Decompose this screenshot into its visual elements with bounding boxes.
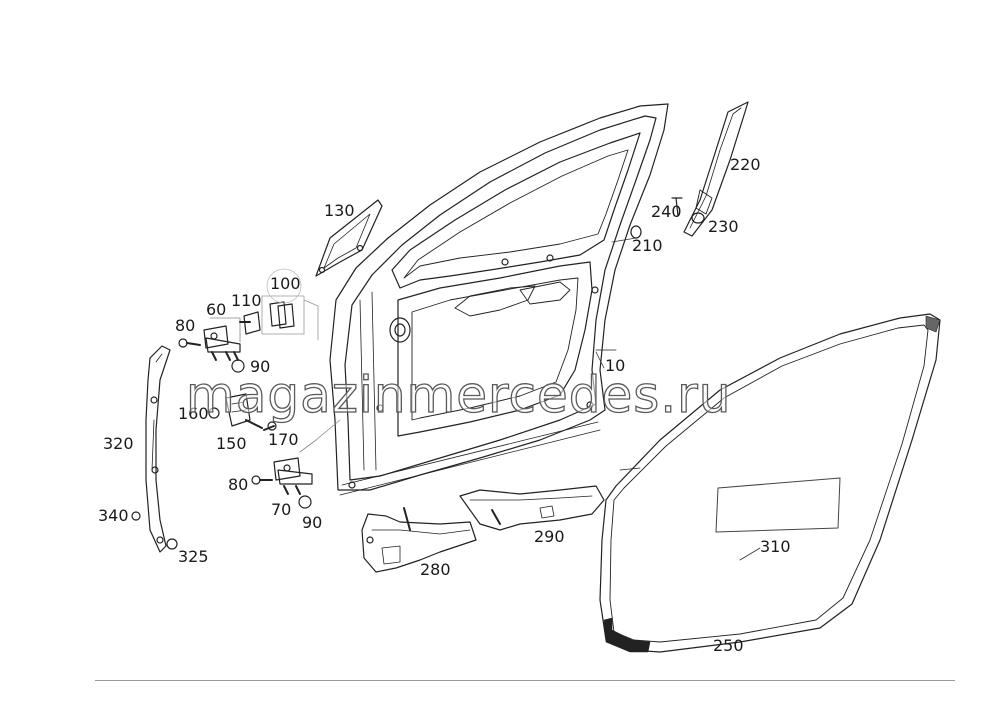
bottom-divider bbox=[95, 680, 955, 681]
callout-290: 290 bbox=[534, 527, 565, 546]
lower-trim-280 bbox=[361, 507, 477, 573]
callout-340: 340 bbox=[98, 506, 129, 525]
callout-280: 280 bbox=[420, 560, 451, 579]
leader-lines bbox=[595, 237, 761, 561]
mirror-trim-part bbox=[315, 199, 383, 277]
callout-110: 110 bbox=[231, 291, 262, 310]
callout-70: 70 bbox=[271, 500, 292, 519]
door-shell-part bbox=[329, 103, 669, 496]
door-check-part bbox=[208, 393, 277, 431]
callout-160: 160 bbox=[178, 404, 209, 423]
front-seal-part bbox=[131, 345, 178, 553]
callout-230: 230 bbox=[708, 217, 739, 236]
lower-hinge-part bbox=[251, 419, 341, 509]
door-foil-part bbox=[715, 477, 841, 533]
callout-325: 325 bbox=[178, 547, 209, 566]
callout-100: 100 bbox=[270, 274, 301, 293]
callout-130: 130 bbox=[324, 201, 355, 220]
window-seal-part bbox=[599, 313, 941, 653]
watermark-text: magazinmercedes.ru bbox=[185, 366, 732, 424]
callout-150: 150 bbox=[216, 434, 247, 453]
callout-90-lower: 90 bbox=[302, 513, 323, 532]
callout-320: 320 bbox=[103, 434, 134, 453]
callout-170: 170 bbox=[268, 430, 299, 449]
clips bbox=[630, 197, 705, 239]
callout-250: 250 bbox=[713, 636, 744, 655]
callout-60: 60 bbox=[206, 300, 227, 319]
callout-310: 310 bbox=[760, 537, 791, 556]
lower-trim-290 bbox=[459, 485, 605, 531]
callout-10: 10 bbox=[605, 356, 626, 375]
pillar-trim-part bbox=[683, 101, 749, 237]
callout-210: 210 bbox=[632, 236, 663, 255]
check-strap-part bbox=[239, 268, 319, 341]
callout-90-upper: 90 bbox=[250, 357, 271, 376]
callout-80-lower: 80 bbox=[228, 475, 249, 494]
callout-240: 240 bbox=[651, 202, 682, 221]
callout-80-upper: 80 bbox=[175, 316, 196, 335]
callout-220: 220 bbox=[730, 155, 761, 174]
